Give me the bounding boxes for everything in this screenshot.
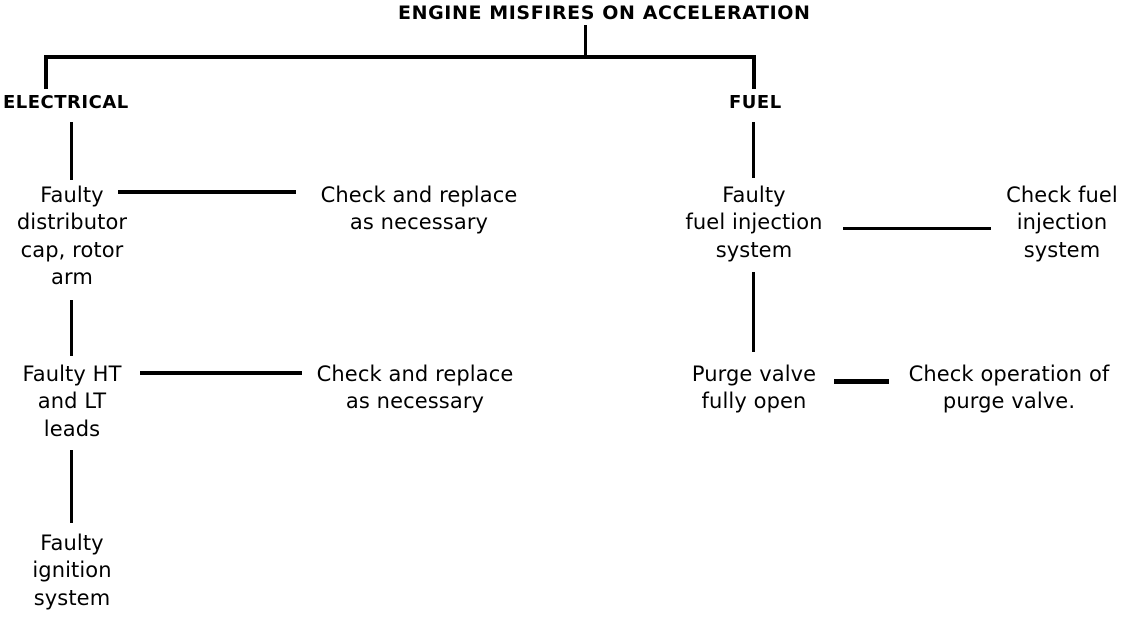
root-bracket-left-tick [44,55,48,89]
action-purge-valve: Check operation of purge valve. [908,362,1110,414]
connector-fuel-injection-action [843,227,991,230]
cause-ht-lt-leads: Faulty HT and LT leads [22,362,122,441]
connector-distributor-action [118,190,296,194]
action-distributor: Check and replace as necessary [320,183,518,235]
root-bracket-horizontal [44,55,756,59]
fuel-branch-connector [752,122,755,178]
connector-leads-to-ignition [70,450,73,523]
electrical-branch-connector [70,122,73,180]
action-ht-lt-leads: Check and replace as necessary [316,362,514,414]
title-stem-connector [584,25,587,58]
connector-leads-action [140,371,302,375]
cause-fuel-injection: Faulty fuel injection system [685,183,823,262]
connector-purge-valve-action [834,379,889,384]
cause-purge-valve: Purge valve fully open [691,362,817,414]
connector-fuel-injection-to-purge [752,272,755,352]
branch-label-electrical: ELECTRICAL [3,92,129,113]
diagram-title: ENGINE MISFIRES ON ACCELERATION [398,2,811,24]
cause-distributor: Faulty distributor cap, rotor arm [16,183,128,289]
branch-label-fuel: FUEL [729,92,782,113]
root-bracket-right-tick [752,55,756,89]
cause-ignition-system: Faulty ignition system [32,531,112,610]
connector-distributor-to-leads [70,300,73,356]
action-fuel-injection: Check fuel injection system [1006,183,1118,262]
